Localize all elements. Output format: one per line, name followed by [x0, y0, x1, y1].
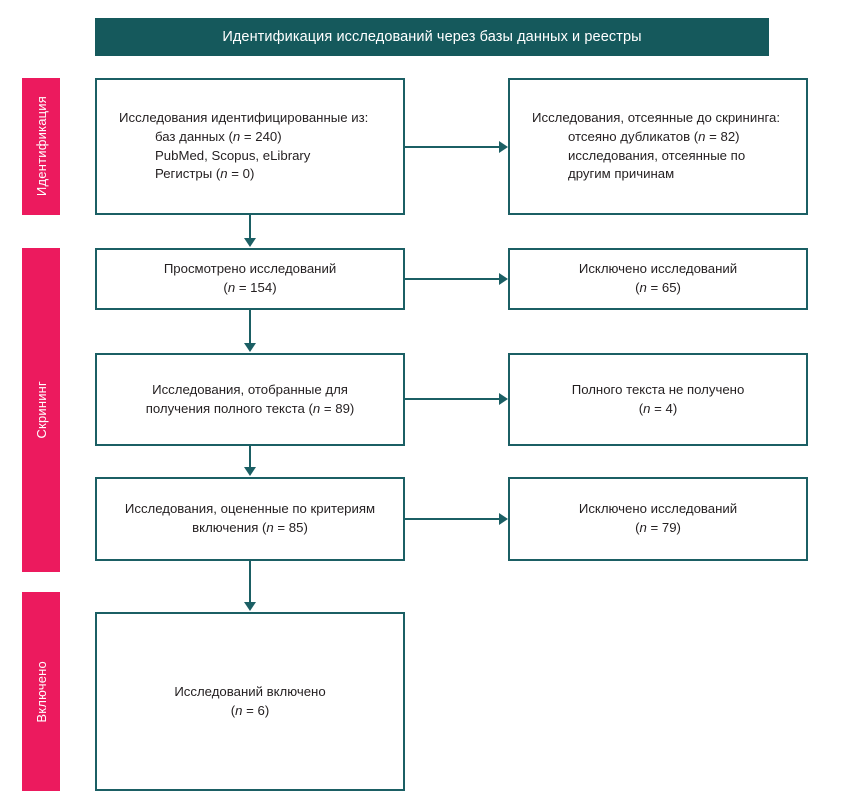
stage-label-screening: Скрининг	[33, 381, 49, 439]
assessed-line-2: включения (n = 85)	[192, 520, 308, 535]
stage-bar-included: Включено	[22, 592, 60, 791]
not-retrieved-line-1: Полного текста не получено	[571, 381, 745, 397]
box-studies-identified: Исследования идентифицированные из: баз …	[95, 78, 405, 215]
italic-n: n	[698, 128, 706, 144]
box-studies-included: Исследований включено (n = 6)	[95, 612, 405, 791]
included-line-2: (n = 6)	[230, 702, 270, 718]
screened-line-2: (n = 154)	[223, 280, 277, 295]
italic-n: n	[312, 400, 321, 416]
box-excluded-eligibility: Исключено исследований (n = 79)	[508, 477, 808, 561]
box-studies-assessed: Исследования, оцененные по критериям вкл…	[95, 477, 405, 561]
removed-line-1: Исследования, отсеянные до скрининга:	[532, 110, 780, 126]
identified-line-4: Регистры (n = 0)	[155, 166, 255, 182]
italic-n: n	[220, 166, 228, 182]
excluded-eligibility-line-2: (n = 79)	[635, 520, 681, 535]
excluded-screening-line-1: Исключено исследований	[578, 261, 738, 277]
sought-line-2: получения полного текста (n = 89)	[145, 400, 355, 416]
stage-bar-identification: Идентификация	[22, 78, 60, 215]
identified-line-3: PubMed, Scopus, eLibrary	[155, 147, 311, 163]
italic-n: n	[643, 400, 651, 416]
removed-line-4: другим причинам	[568, 166, 675, 182]
diagram-header-banner: Идентификация исследований через базы да…	[95, 18, 769, 56]
removed-line-3: исследования, отсеянные по	[568, 147, 746, 163]
assessed-line-1: Исследования, оцененные по критериям	[124, 501, 376, 517]
italic-n: n	[639, 280, 647, 295]
excluded-eligibility-line-1: Исключено исследований	[578, 501, 738, 517]
italic-n: n	[266, 520, 274, 535]
screened-line-1: Просмотрено исследований	[163, 261, 337, 277]
stage-label-included: Включено	[33, 660, 49, 723]
box-not-retrieved: Полного текста не получено (n = 4)	[508, 353, 808, 446]
not-retrieved-line-2: (n = 4)	[638, 400, 678, 416]
stage-label-identification: Идентификация	[33, 96, 49, 197]
italic-n: n	[232, 128, 241, 144]
italic-n: n	[227, 280, 236, 295]
removed-line-2: отсеяно дубликатов (n = 82)	[568, 128, 740, 144]
included-line-1: Исследований включено	[174, 683, 326, 699]
identified-line-1: Исследования идентифицированные из:	[119, 110, 369, 126]
box-studies-screened: Просмотрено исследований (n = 154)	[95, 248, 405, 310]
box-removed-before-screening: Исследования, отсеянные до скрининга: от…	[508, 78, 808, 215]
identified-line-2: баз данных (n = 240)	[155, 128, 282, 144]
diagram-title: Идентификация исследований через базы да…	[222, 29, 642, 45]
stage-bar-screening: Скрининг	[22, 248, 60, 572]
box-sought-for-retrieval: Исследования, отобранные для получения п…	[95, 353, 405, 446]
excluded-screening-line-2: (n = 65)	[635, 280, 681, 295]
italic-n: n	[235, 702, 243, 718]
box-excluded-screening: Исключено исследований (n = 65)	[508, 248, 808, 310]
sought-line-1: Исследования, отобранные для	[152, 381, 348, 397]
italic-n: n	[639, 520, 647, 535]
